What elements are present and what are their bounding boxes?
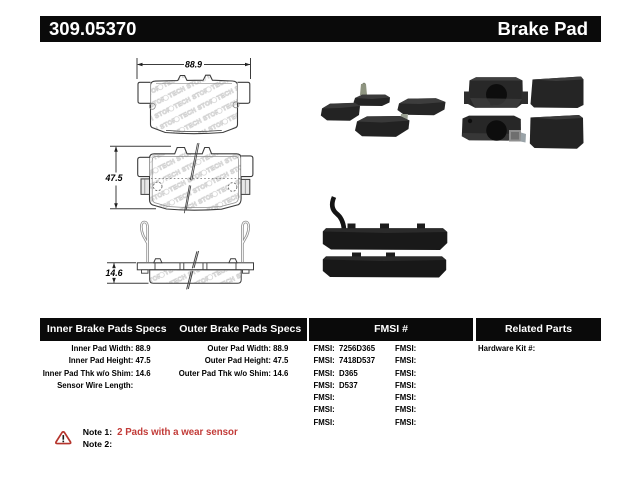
svg-text:47.5: 47.5 — [104, 173, 122, 183]
svg-text:88.9: 88.9 — [185, 60, 202, 70]
svg-text:14.6: 14.6 — [105, 268, 122, 278]
